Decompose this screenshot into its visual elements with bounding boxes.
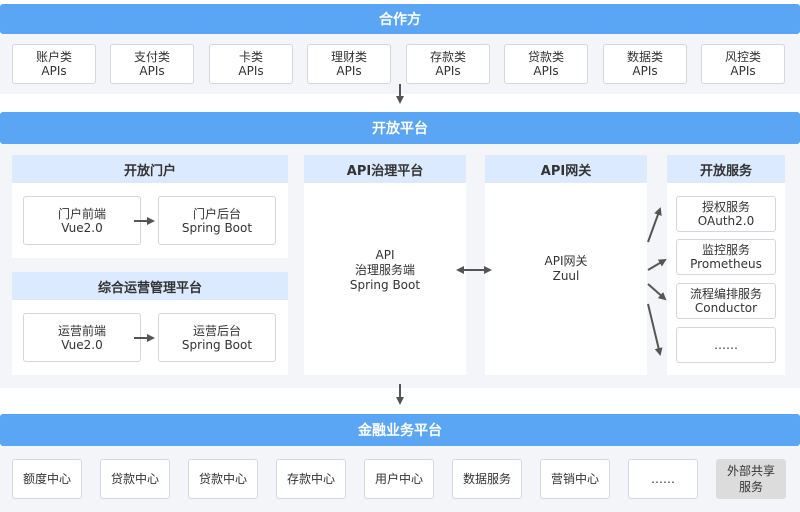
service-tech: Prometheus bbox=[690, 257, 762, 271]
api-card-sub: APIs bbox=[139, 64, 165, 78]
portal-title: 开放门户 bbox=[123, 163, 176, 179]
gateway-line2: Zuul bbox=[552, 269, 580, 283]
ops-frontend-name: 运营前端 bbox=[57, 323, 106, 338]
api-card-name: 账户类 bbox=[35, 50, 72, 64]
portal-backend-card[interactable]: 门户后台 Spring Boot bbox=[158, 196, 276, 245]
gateway-line1: API网关 bbox=[544, 254, 588, 268]
governance-line1: API bbox=[375, 248, 395, 262]
center-card-loan-2[interactable]: 贷款中心 bbox=[188, 459, 258, 499]
api-card-sub: APIs bbox=[435, 64, 461, 78]
center-card-label: 存款中心 bbox=[286, 472, 335, 486]
center-card-more[interactable]: …… bbox=[628, 459, 698, 499]
portal-backend-tech: Spring Boot bbox=[181, 220, 253, 235]
service-name: 监控服务 bbox=[701, 243, 750, 257]
service-card-monitor[interactable]: 监控服务 Prometheus bbox=[676, 239, 776, 275]
service-name: 流程编排服务 bbox=[689, 287, 762, 301]
ops-backend-tech: Spring Boot bbox=[181, 337, 253, 352]
external-shared-service-card[interactable]: 外部共享 服务 bbox=[716, 459, 786, 499]
partner-title: 合作方 bbox=[379, 12, 421, 28]
api-card-name: 支付类 bbox=[133, 50, 170, 64]
center-card-label: 贷款中心 bbox=[110, 472, 159, 486]
api-card-loan[interactable]: 贷款类 APIs bbox=[504, 44, 588, 84]
service-card-auth[interactable]: 授权服务 OAuth2.0 bbox=[676, 196, 776, 232]
services-title: 开放服务 bbox=[699, 163, 752, 179]
api-card-name: 贷款类 bbox=[527, 50, 564, 64]
governance-panel: API治理平台 API 治理服务端 Spring Boot bbox=[304, 155, 466, 375]
api-card-wealth[interactable]: 理财类 APIs bbox=[307, 44, 391, 84]
api-card-name: 理财类 bbox=[330, 50, 367, 64]
ops-title: 综合运营管理平台 bbox=[97, 280, 202, 296]
center-card-label: 营销中心 bbox=[550, 472, 599, 486]
open-platform-title-bar: 开放平台 bbox=[0, 112, 800, 144]
gateway-title: API网关 bbox=[540, 163, 592, 179]
api-card-sub: APIs bbox=[533, 64, 559, 78]
arrow-gateway-to-auth bbox=[647, 207, 662, 243]
arrow-gateway-to-workflow bbox=[647, 283, 667, 301]
finance-title: 金融业务平台 bbox=[358, 423, 442, 439]
api-card-sub: APIs bbox=[632, 64, 658, 78]
center-card-quota[interactable]: 额度中心 bbox=[12, 459, 82, 499]
api-card-payment[interactable]: 支付类 APIs bbox=[110, 44, 194, 84]
arrow-gateway-to-more bbox=[647, 303, 663, 356]
portal-frontend-name: 门户前端 bbox=[57, 206, 106, 221]
services-panel-header: 开放服务 bbox=[667, 155, 785, 183]
governance-line3: Spring Boot bbox=[349, 278, 421, 292]
portal-panel-header: 开放门户 bbox=[12, 155, 288, 183]
api-card-sub: APIs bbox=[730, 64, 756, 78]
ops-frontend-card[interactable]: 运营前端 Vue2.0 bbox=[23, 313, 141, 362]
ops-backend-name: 运营后台 bbox=[192, 323, 241, 338]
service-card-workflow[interactable]: 流程编排服务 Conductor bbox=[676, 283, 776, 319]
governance-body[interactable]: API 治理服务端 Spring Boot bbox=[304, 183, 466, 358]
gateway-panel: API网关 API网关 Zuul bbox=[485, 155, 647, 375]
service-tech: Conductor bbox=[694, 301, 758, 315]
center-card-loan[interactable]: 贷款中心 bbox=[100, 459, 170, 499]
center-card-label: 数据服务 bbox=[462, 472, 511, 486]
api-card-sub: APIs bbox=[336, 64, 362, 78]
center-card-label: …… bbox=[651, 472, 675, 486]
api-card-sub: APIs bbox=[41, 64, 67, 78]
api-card-data[interactable]: 数据类 APIs bbox=[603, 44, 687, 84]
governance-title: API治理平台 bbox=[346, 163, 424, 179]
api-card-name: 风控类 bbox=[724, 50, 761, 64]
api-card-deposit[interactable]: 存款类 APIs bbox=[406, 44, 490, 84]
center-card-label: 用户中心 bbox=[374, 472, 423, 486]
center-card-data-service[interactable]: 数据服务 bbox=[452, 459, 522, 499]
governance-line2: 治理服务端 bbox=[354, 263, 415, 277]
partner-title-bar: 合作方 bbox=[0, 4, 800, 34]
service-card-more[interactable]: …… bbox=[676, 327, 776, 363]
api-card-name: 存款类 bbox=[429, 50, 466, 64]
api-card-account[interactable]: 账户类 APIs bbox=[12, 44, 96, 84]
portal-frontend-card[interactable]: 门户前端 Vue2.0 bbox=[23, 196, 141, 245]
ops-backend-card[interactable]: 运营后台 Spring Boot bbox=[158, 313, 276, 362]
external-line1: 外部共享 bbox=[726, 464, 775, 478]
center-card-marketing[interactable]: 营销中心 bbox=[540, 459, 610, 499]
gateway-panel-header: API网关 bbox=[485, 155, 647, 183]
external-line2: 服务 bbox=[738, 480, 763, 494]
api-card-sub: APIs bbox=[238, 64, 264, 78]
arrow-gateway-to-monitor bbox=[647, 258, 667, 271]
center-card-label: 额度中心 bbox=[22, 472, 71, 486]
center-card-deposit[interactable]: 存款中心 bbox=[276, 459, 346, 499]
service-name: …… bbox=[714, 338, 738, 352]
portal-frontend-tech: Vue2.0 bbox=[61, 220, 103, 235]
api-card-card[interactable]: 卡类 APIs bbox=[209, 44, 293, 84]
governance-panel-header: API治理平台 bbox=[304, 155, 466, 183]
gateway-body[interactable]: API网关 Zuul bbox=[485, 183, 647, 355]
portal-backend-name: 门户后台 bbox=[192, 206, 241, 221]
ops-frontend-tech: Vue2.0 bbox=[61, 337, 103, 352]
center-card-user[interactable]: 用户中心 bbox=[364, 459, 434, 499]
open-platform-title: 开放平台 bbox=[372, 121, 428, 137]
api-card-name: 卡类 bbox=[238, 50, 263, 64]
api-card-risk[interactable]: 风控类 APIs bbox=[701, 44, 785, 84]
api-card-name: 数据类 bbox=[626, 50, 663, 64]
service-name: 授权服务 bbox=[701, 200, 750, 214]
ops-panel-header: 综合运营管理平台 bbox=[12, 272, 288, 300]
service-tech: OAuth2.0 bbox=[697, 214, 755, 228]
finance-title-bar: 金融业务平台 bbox=[0, 414, 800, 446]
center-card-label: 贷款中心 bbox=[198, 472, 247, 486]
